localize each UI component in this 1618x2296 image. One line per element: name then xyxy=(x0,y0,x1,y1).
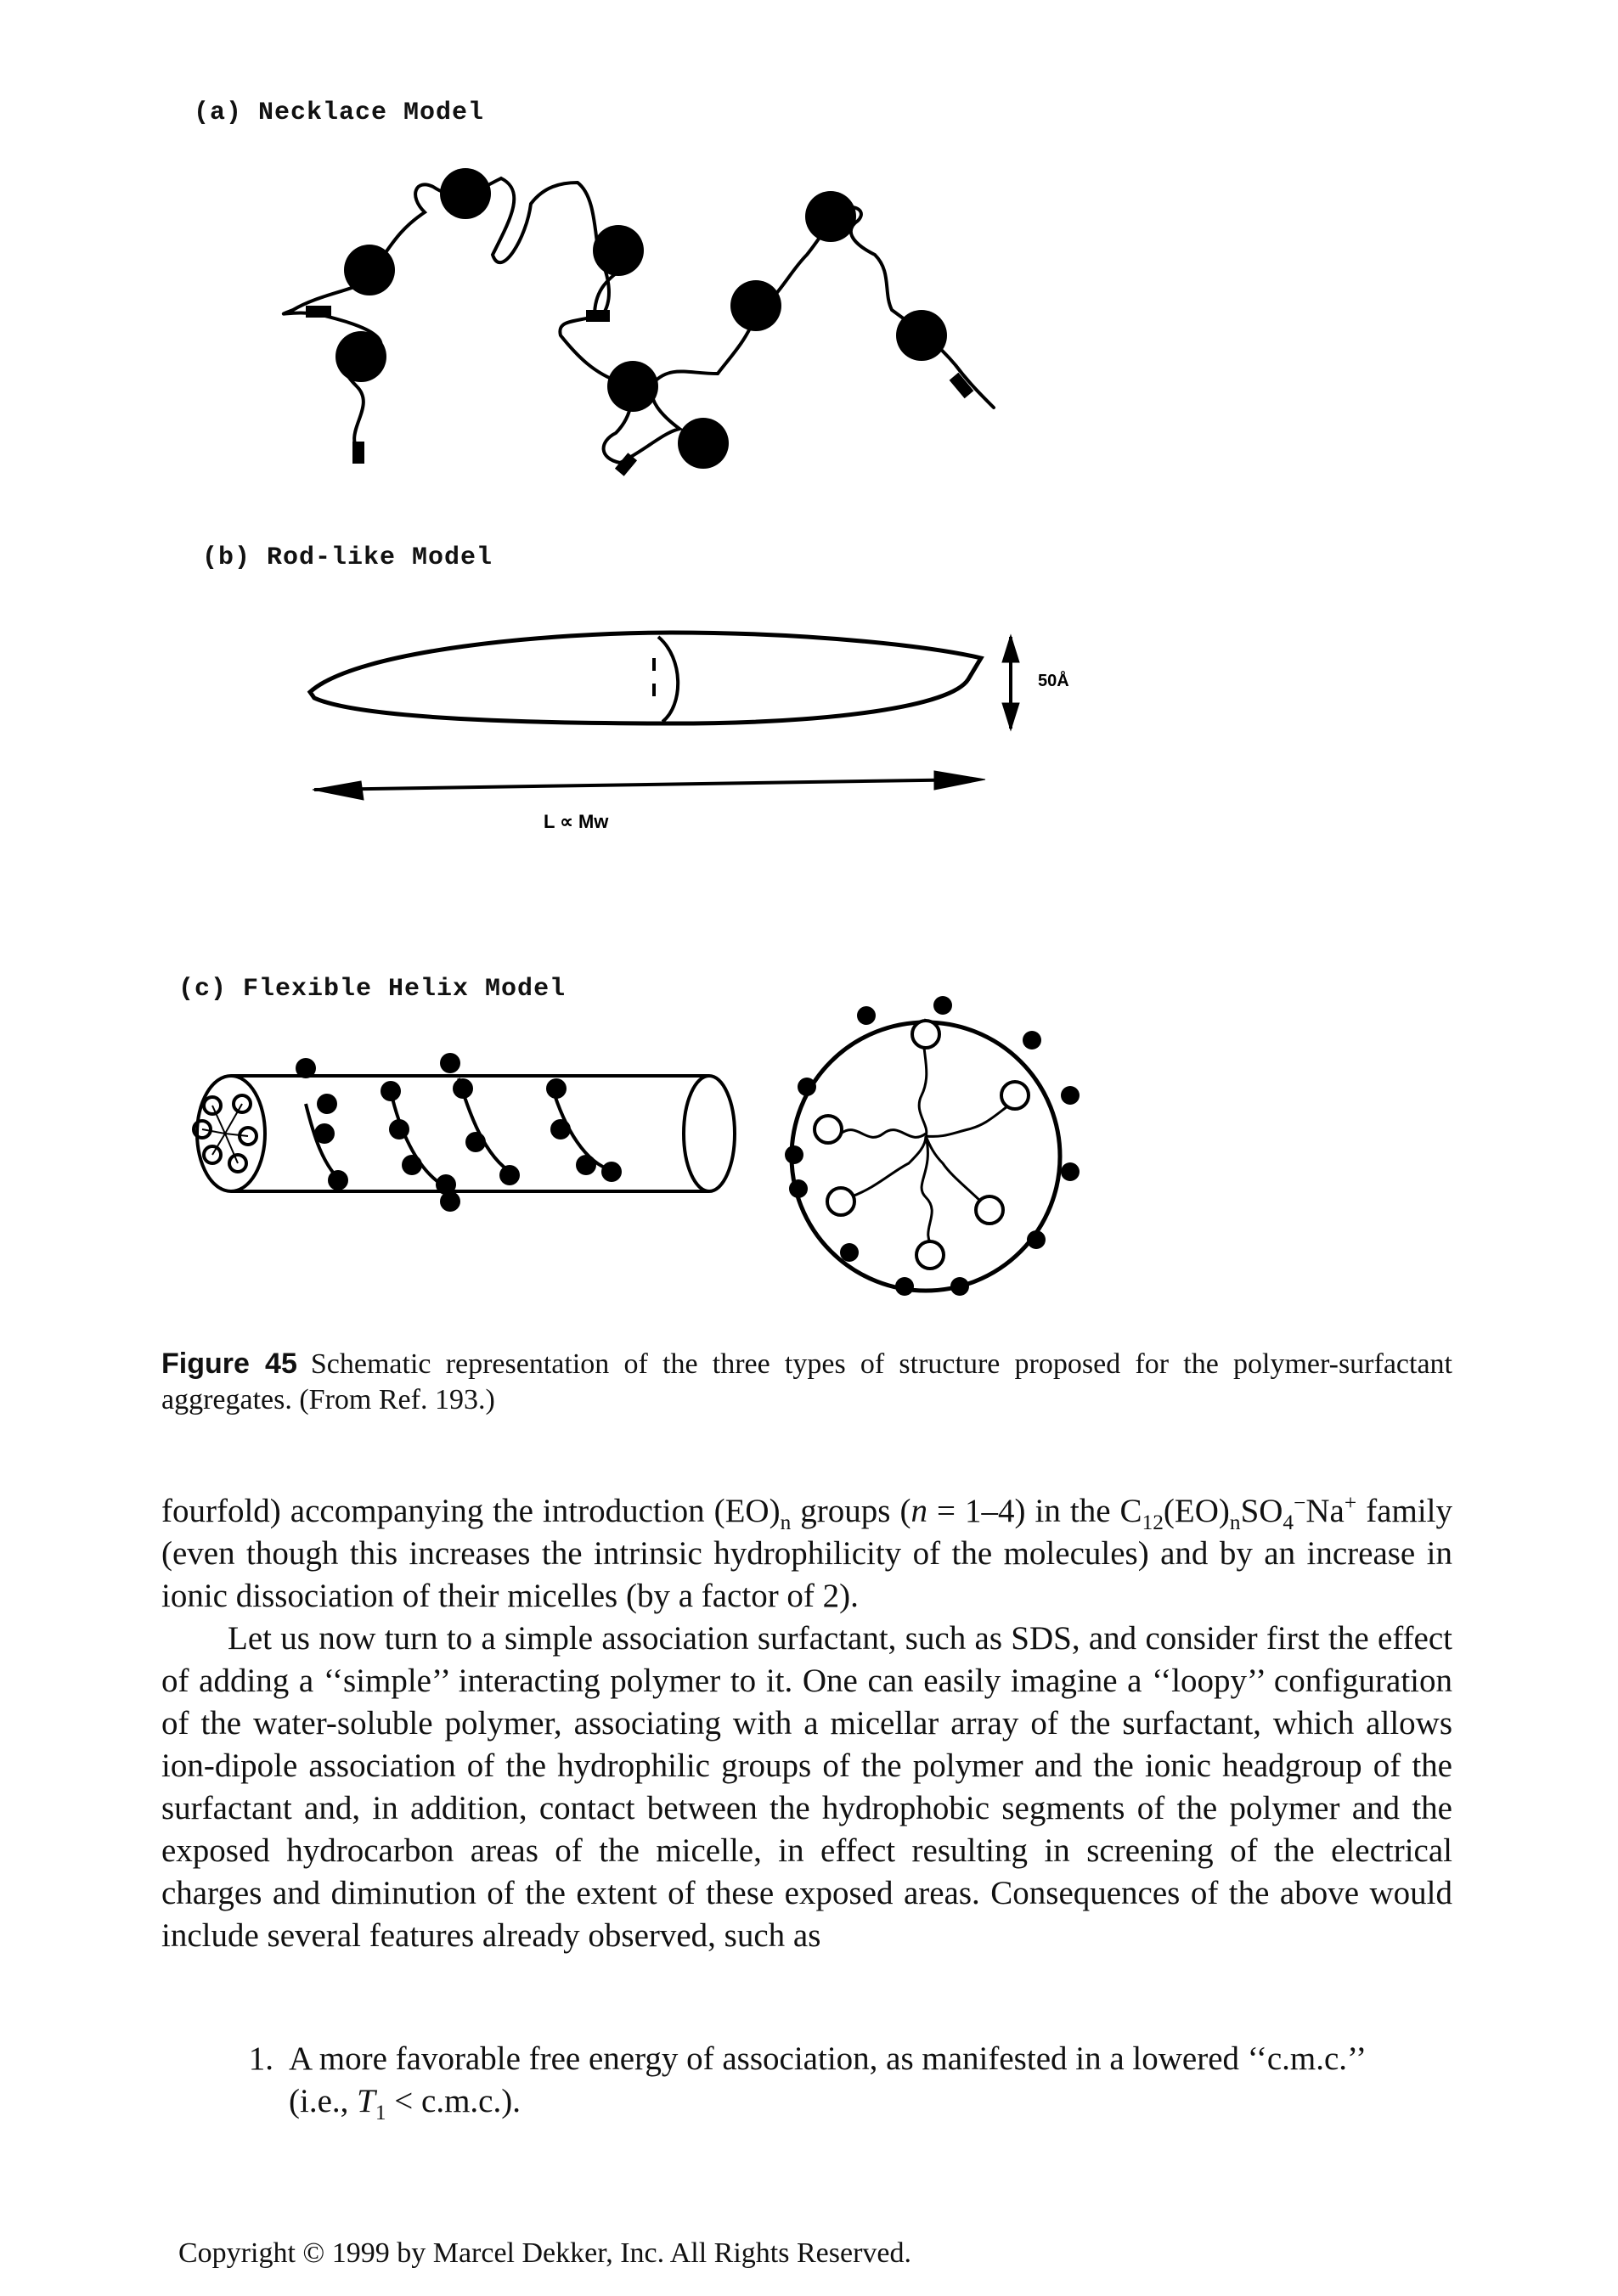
list-text: A more favorable free energy of associat… xyxy=(289,2040,1365,2119)
cross-section-polymer-beads xyxy=(785,996,1080,1296)
caption-text: Schematic representation of the three ty… xyxy=(161,1348,1452,1415)
helix-beads xyxy=(296,1053,622,1212)
p1-sub: n xyxy=(780,1510,792,1534)
body-text: fourfold) accompanying the introduction … xyxy=(161,1490,1452,1957)
rod-thickness-label: 50Å xyxy=(1038,670,1069,690)
figure-drawing: 50Å L ∝ Mw xyxy=(192,168,1080,1296)
list-sub: 1 xyxy=(375,2100,386,2124)
copyright-footer: Copyright © 1999 by Marcel Dekker, Inc. … xyxy=(178,2237,911,2269)
necklace-model-diagram xyxy=(281,176,995,465)
cross-section-headgroups xyxy=(813,1019,1030,1270)
list-italic-t: T xyxy=(357,2083,375,2119)
list-item-number: 1. xyxy=(248,2040,273,2077)
panel-a-label: (a) Necklace Model xyxy=(194,98,485,127)
rod-like-model-diagram xyxy=(307,630,1020,801)
p1-sub: n xyxy=(1229,1510,1241,1534)
p1-text: (EO) xyxy=(1163,1493,1230,1529)
p1-text: fourfold) accompanying the introduction … xyxy=(161,1493,781,1529)
panel-c-label: (c) Flexible Helix Model xyxy=(178,975,567,1004)
p1-sub: 4 xyxy=(1283,1510,1294,1534)
list-text: < c.m.c.). xyxy=(386,2083,521,2119)
p1-text: Na xyxy=(1305,1493,1345,1529)
p1-text: family (even though this increases the i… xyxy=(161,1493,1453,1614)
list-item-text: A more favorable free energy of associat… xyxy=(289,2038,1418,2123)
figure-number: Figure 45 xyxy=(161,1348,297,1380)
p1-sup: − xyxy=(1294,1491,1306,1515)
rod-length-label: L ∝ Mw xyxy=(544,811,609,832)
p1-text: SO xyxy=(1240,1493,1283,1529)
paragraph-1: fourfold) accompanying the introduction … xyxy=(161,1490,1452,1618)
list-item: 1. A more favorable free energy of assoc… xyxy=(161,2038,1452,2123)
paragraph-2: Let us now turn to a simple association … xyxy=(161,1620,1452,1954)
panel-b-label: (b) Rod-like Model xyxy=(202,543,493,572)
p1-text: groups ( xyxy=(791,1493,911,1529)
numbered-list: 1. A more favorable free energy of assoc… xyxy=(161,2038,1452,2123)
necklace-beads xyxy=(306,168,974,476)
p1-text: = 1–4) in the C xyxy=(927,1493,1142,1529)
p1-italic-n: n xyxy=(910,1493,927,1529)
p1-sub: 12 xyxy=(1142,1510,1164,1534)
p1-sup: + xyxy=(1344,1491,1357,1515)
